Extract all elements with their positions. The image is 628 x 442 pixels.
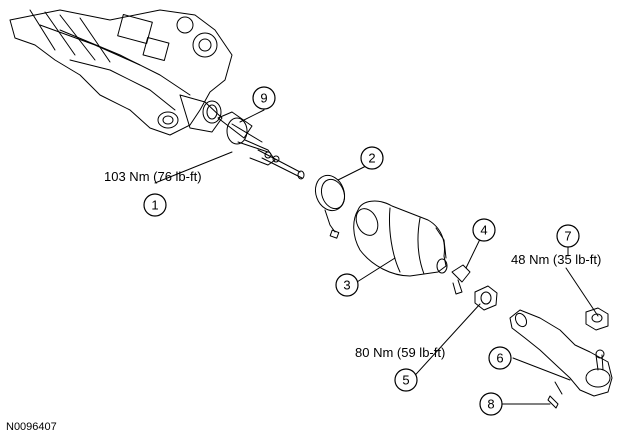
callout-2 [360, 146, 384, 170]
jam-nut [474, 285, 498, 311]
inner-tie-rod [217, 111, 305, 180]
steering-boot [353, 200, 448, 277]
callout-5 [394, 368, 418, 392]
torque-label-tie-rod-end-nut: 48 Nm (35 lb-ft) [511, 252, 601, 267]
callout-number-3: 3 [343, 278, 350, 293]
outer-tie-rod-end [509, 309, 613, 397]
callout-9 [252, 86, 276, 110]
figure-id: N0096407 [6, 421, 57, 433]
leader-lines [154, 109, 599, 405]
callout-8 [479, 392, 503, 416]
callout-4 [472, 218, 496, 242]
callout-number-6: 6 [496, 351, 503, 366]
callout-number-2: 2 [368, 151, 375, 166]
callout-number-9: 9 [260, 91, 267, 106]
callout-number-1: 1 [151, 198, 158, 213]
torque-label-jam-nut: 80 Nm (59 lb-ft) [355, 345, 445, 360]
boot-clamp [314, 174, 346, 239]
tie-rod-end-nut [585, 307, 609, 331]
jam-nut-fitting [451, 264, 471, 295]
torque-label-inner-tie-rod: 103 Nm (76 lb-ft) [104, 169, 202, 184]
cotter-pin [547, 395, 559, 409]
callout-7 [556, 224, 580, 248]
callout-1 [143, 193, 167, 217]
steering-gear-housing [9, 9, 233, 136]
callout-number-8: 8 [487, 397, 494, 412]
callout-number-5: 5 [402, 373, 409, 388]
callout-3 [335, 273, 359, 297]
callout-circles [143, 86, 580, 416]
callout-number-4: 4 [480, 223, 487, 238]
callout-6 [488, 346, 512, 370]
callout-number-7: 7 [564, 229, 571, 244]
